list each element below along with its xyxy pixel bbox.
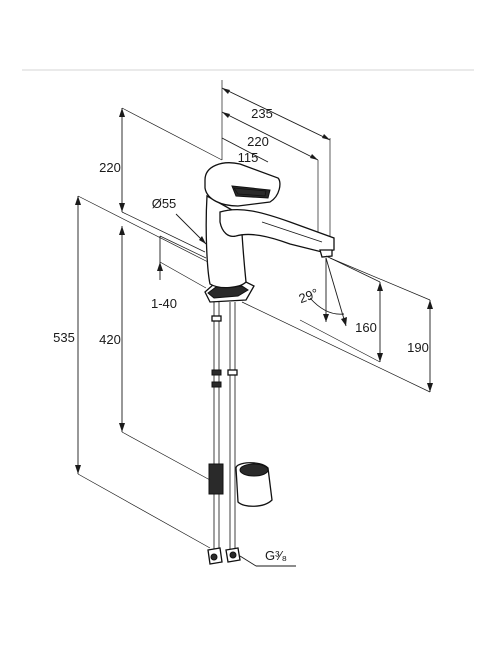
arrow-190-t [427,300,433,309]
fitting-right-nut [229,551,237,559]
ext-420-bottom [121,431,211,481]
label-angle-29: 29° [297,285,321,306]
arrow-190-b [427,383,433,392]
label-115: 115 [238,150,259,165]
ext-220-bottom [121,211,206,253]
ext-190-top [329,257,431,301]
arrow-220t-r [310,154,318,160]
arrow-535-t [75,196,81,205]
ext-190-bottom [241,301,431,393]
dim-line-235 [221,87,331,141]
control-unit-cap [239,463,269,477]
label-1-40: 1-40 [151,296,177,311]
arrow-1-40 [157,262,163,271]
label-235: 235 [251,106,273,121]
ext-535-bottom [77,473,211,549]
dimension-lines [75,80,433,567]
spout-edge [261,221,323,243]
arrow-420-t [119,226,125,235]
hose-clip-2 [211,369,222,376]
label-420: 420 [99,332,121,347]
arrow-235-l [222,88,230,94]
arrow-420-b [119,423,125,432]
hose-clip-3 [211,381,222,388]
leader-thread [239,555,257,567]
hose-clip-1 [211,315,222,322]
supply-hoses [207,302,273,565]
ext-1-40-bottom [159,261,207,289]
arrow-220t-l [222,112,230,118]
angle-jet-line [325,257,347,327]
arrow-220l-b [119,203,125,212]
ext-535-top [77,195,209,263]
arrow-160-t [377,282,383,291]
ext-160-top [325,255,381,283]
ext-220-top [121,107,223,161]
label-220-top: 220 [247,134,269,149]
label-220-left: 220 [99,160,121,175]
angle-arc [309,297,345,315]
label-535: 535 [53,330,75,345]
arrow-dia55 [199,236,206,244]
label-dia55: Ø55 [152,196,177,211]
arrow-angle-b [341,317,347,326]
ext-1-40-top [159,235,207,259]
dim-line-115 [221,137,269,163]
arrow-angle-a [323,314,329,322]
label-160: 160 [355,320,377,335]
arrow-220l-t [119,108,125,117]
arrow-535-b [75,465,81,474]
spout [219,209,335,253]
fitting-left-nut [210,553,218,561]
faucet-body [204,162,335,303]
arrow-235-r [322,134,330,140]
lever-slot-highlight [233,187,267,197]
hose-clip-4 [227,369,238,376]
label-190: 190 [407,340,429,355]
aerator [319,249,333,258]
lever-handle [204,162,281,207]
dim-line-220-top [221,111,319,161]
label-thread: G³⁄₈ [265,548,287,563]
hose-connector [208,463,224,495]
dimension-labels: 235 220 115 220 Ø55 1-40 535 420 29° 160… [53,106,429,563]
arrow-160-b [377,353,383,362]
ext-160-bottom [299,319,381,363]
